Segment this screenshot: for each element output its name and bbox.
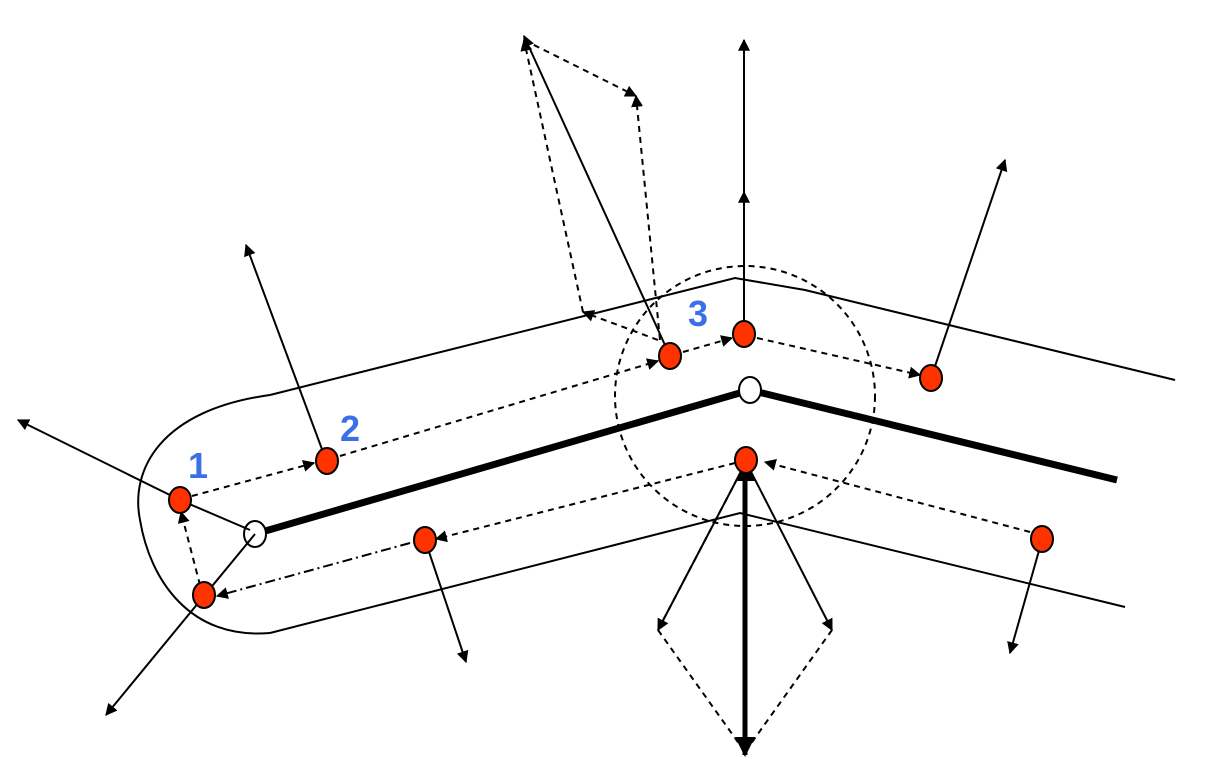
arrow-bottom-left-diag	[657, 461, 747, 632]
dashed-arrow-parallelogram-1	[581, 310, 659, 341]
arrow-lower-down	[424, 539, 469, 664]
dashed-arrow-3-to-top	[682, 335, 734, 353]
dashed-arrows	[177, 38, 1031, 753]
arrow-point1-outward	[16, 419, 181, 501]
dashed-diamond-right-bottom	[744, 629, 833, 753]
dashed-arrow-parallelogram-4	[631, 94, 661, 341]
dashed-diamond-left-bottom	[657, 629, 746, 753]
label-3: 3	[688, 293, 708, 334]
dashed-arrow-1-to-2	[191, 460, 316, 497]
point-top	[732, 320, 756, 348]
joint-circle-corner	[738, 376, 762, 404]
offset-boundary-lower	[269, 511, 1126, 634]
point-cap	[192, 581, 216, 609]
dashed-arrow-parallelogram-3	[523, 39, 638, 97]
arrow-point1-to-joint	[179, 499, 251, 531]
point-bottom-corner	[734, 446, 758, 474]
point-lower	[413, 526, 437, 554]
label-2: 2	[340, 408, 360, 449]
arrow-point3-up	[523, 34, 671, 357]
dashed-arrow-top-to-right	[756, 337, 922, 379]
dashed-arrow-parallelogram-2	[520, 38, 584, 313]
dashed-arrow-2-to-3	[339, 358, 660, 457]
point-3	[658, 342, 682, 370]
point-bottom-right	[1030, 525, 1054, 553]
point-right	[919, 364, 943, 392]
dashed-arrow-bottomright-to-bottomcorner	[763, 458, 1031, 533]
arrow-right-up	[930, 158, 1008, 379]
dashed-arrow-bottomcorner-to-lower	[434, 462, 736, 543]
point-1	[168, 486, 192, 514]
arrow-cap-down	[105, 533, 256, 716]
offset-boundary-cap	[137, 394, 271, 635]
points	[168, 320, 1054, 609]
point-2	[315, 447, 339, 475]
offset-boundary-upper	[269, 276, 1176, 396]
solid-arrows	[16, 34, 1043, 716]
arrow-point2-up	[244, 243, 327, 461]
label-1: 1	[188, 445, 208, 486]
dashed-arrow-cap-up	[177, 510, 201, 586]
dashdot-arrow-lower-to-cap	[215, 542, 411, 599]
arrow-bottomright-down	[1007, 539, 1043, 655]
corner-dashed-circle	[614, 265, 876, 527]
arrow-bottom-right-diag	[745, 461, 833, 632]
